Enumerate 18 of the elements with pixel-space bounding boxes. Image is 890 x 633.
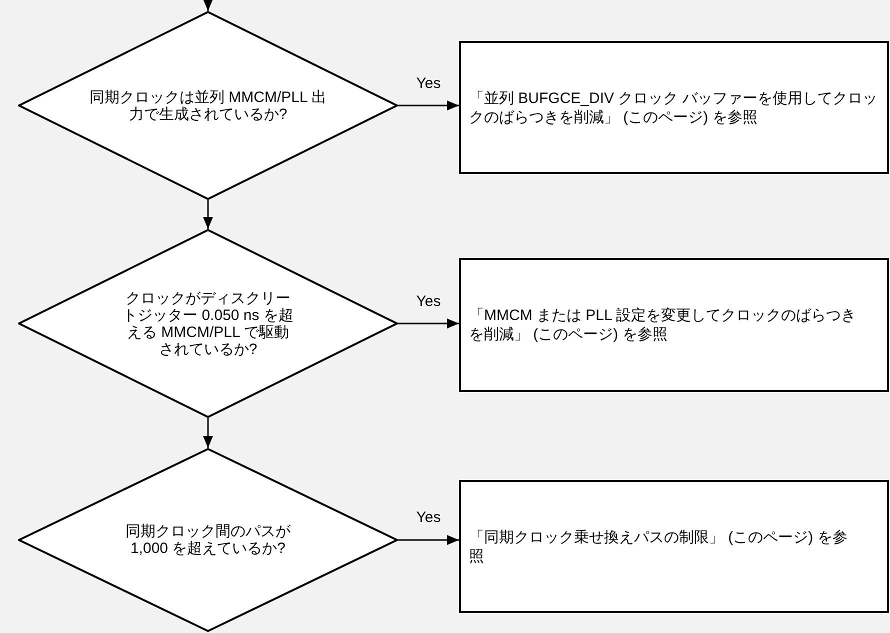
edge-label: Yes <box>416 76 441 90</box>
arrow <box>398 100 459 110</box>
arrow <box>398 535 459 545</box>
decision-text: 同期クロック間のパスが 1,000 を超えているか? <box>124 523 292 557</box>
process-text: 「同期クロック乗せ換えパスの制限」 (このページ) を参照 <box>469 528 848 566</box>
process-box <box>459 41 889 174</box>
arrow <box>398 318 459 328</box>
process-box <box>459 480 889 613</box>
edge-label: Yes <box>416 294 441 308</box>
arrow <box>203 418 213 448</box>
decision-text: 同期クロックは並列 MMCM/PLL 出力で生成されているか? <box>88 88 328 122</box>
process-box <box>459 258 889 392</box>
arrow <box>203 0 213 11</box>
decision-text: クロックがディスクリートジッター 0.050 ns を超える MMCM/PLL で駆動されているか? <box>122 290 294 358</box>
edge-label: Yes <box>416 510 441 525</box>
arrow <box>203 200 213 229</box>
process-text: 「MMCM または PLL 設定を変更してクロックのばらつきを削減」 (このページ) を参照 <box>469 306 857 344</box>
process-text: 「並列 BUFGCE_DIV クロック バッファーを使用してクロックのばらつきを削減」 (このページ) を参照 <box>469 88 878 126</box>
